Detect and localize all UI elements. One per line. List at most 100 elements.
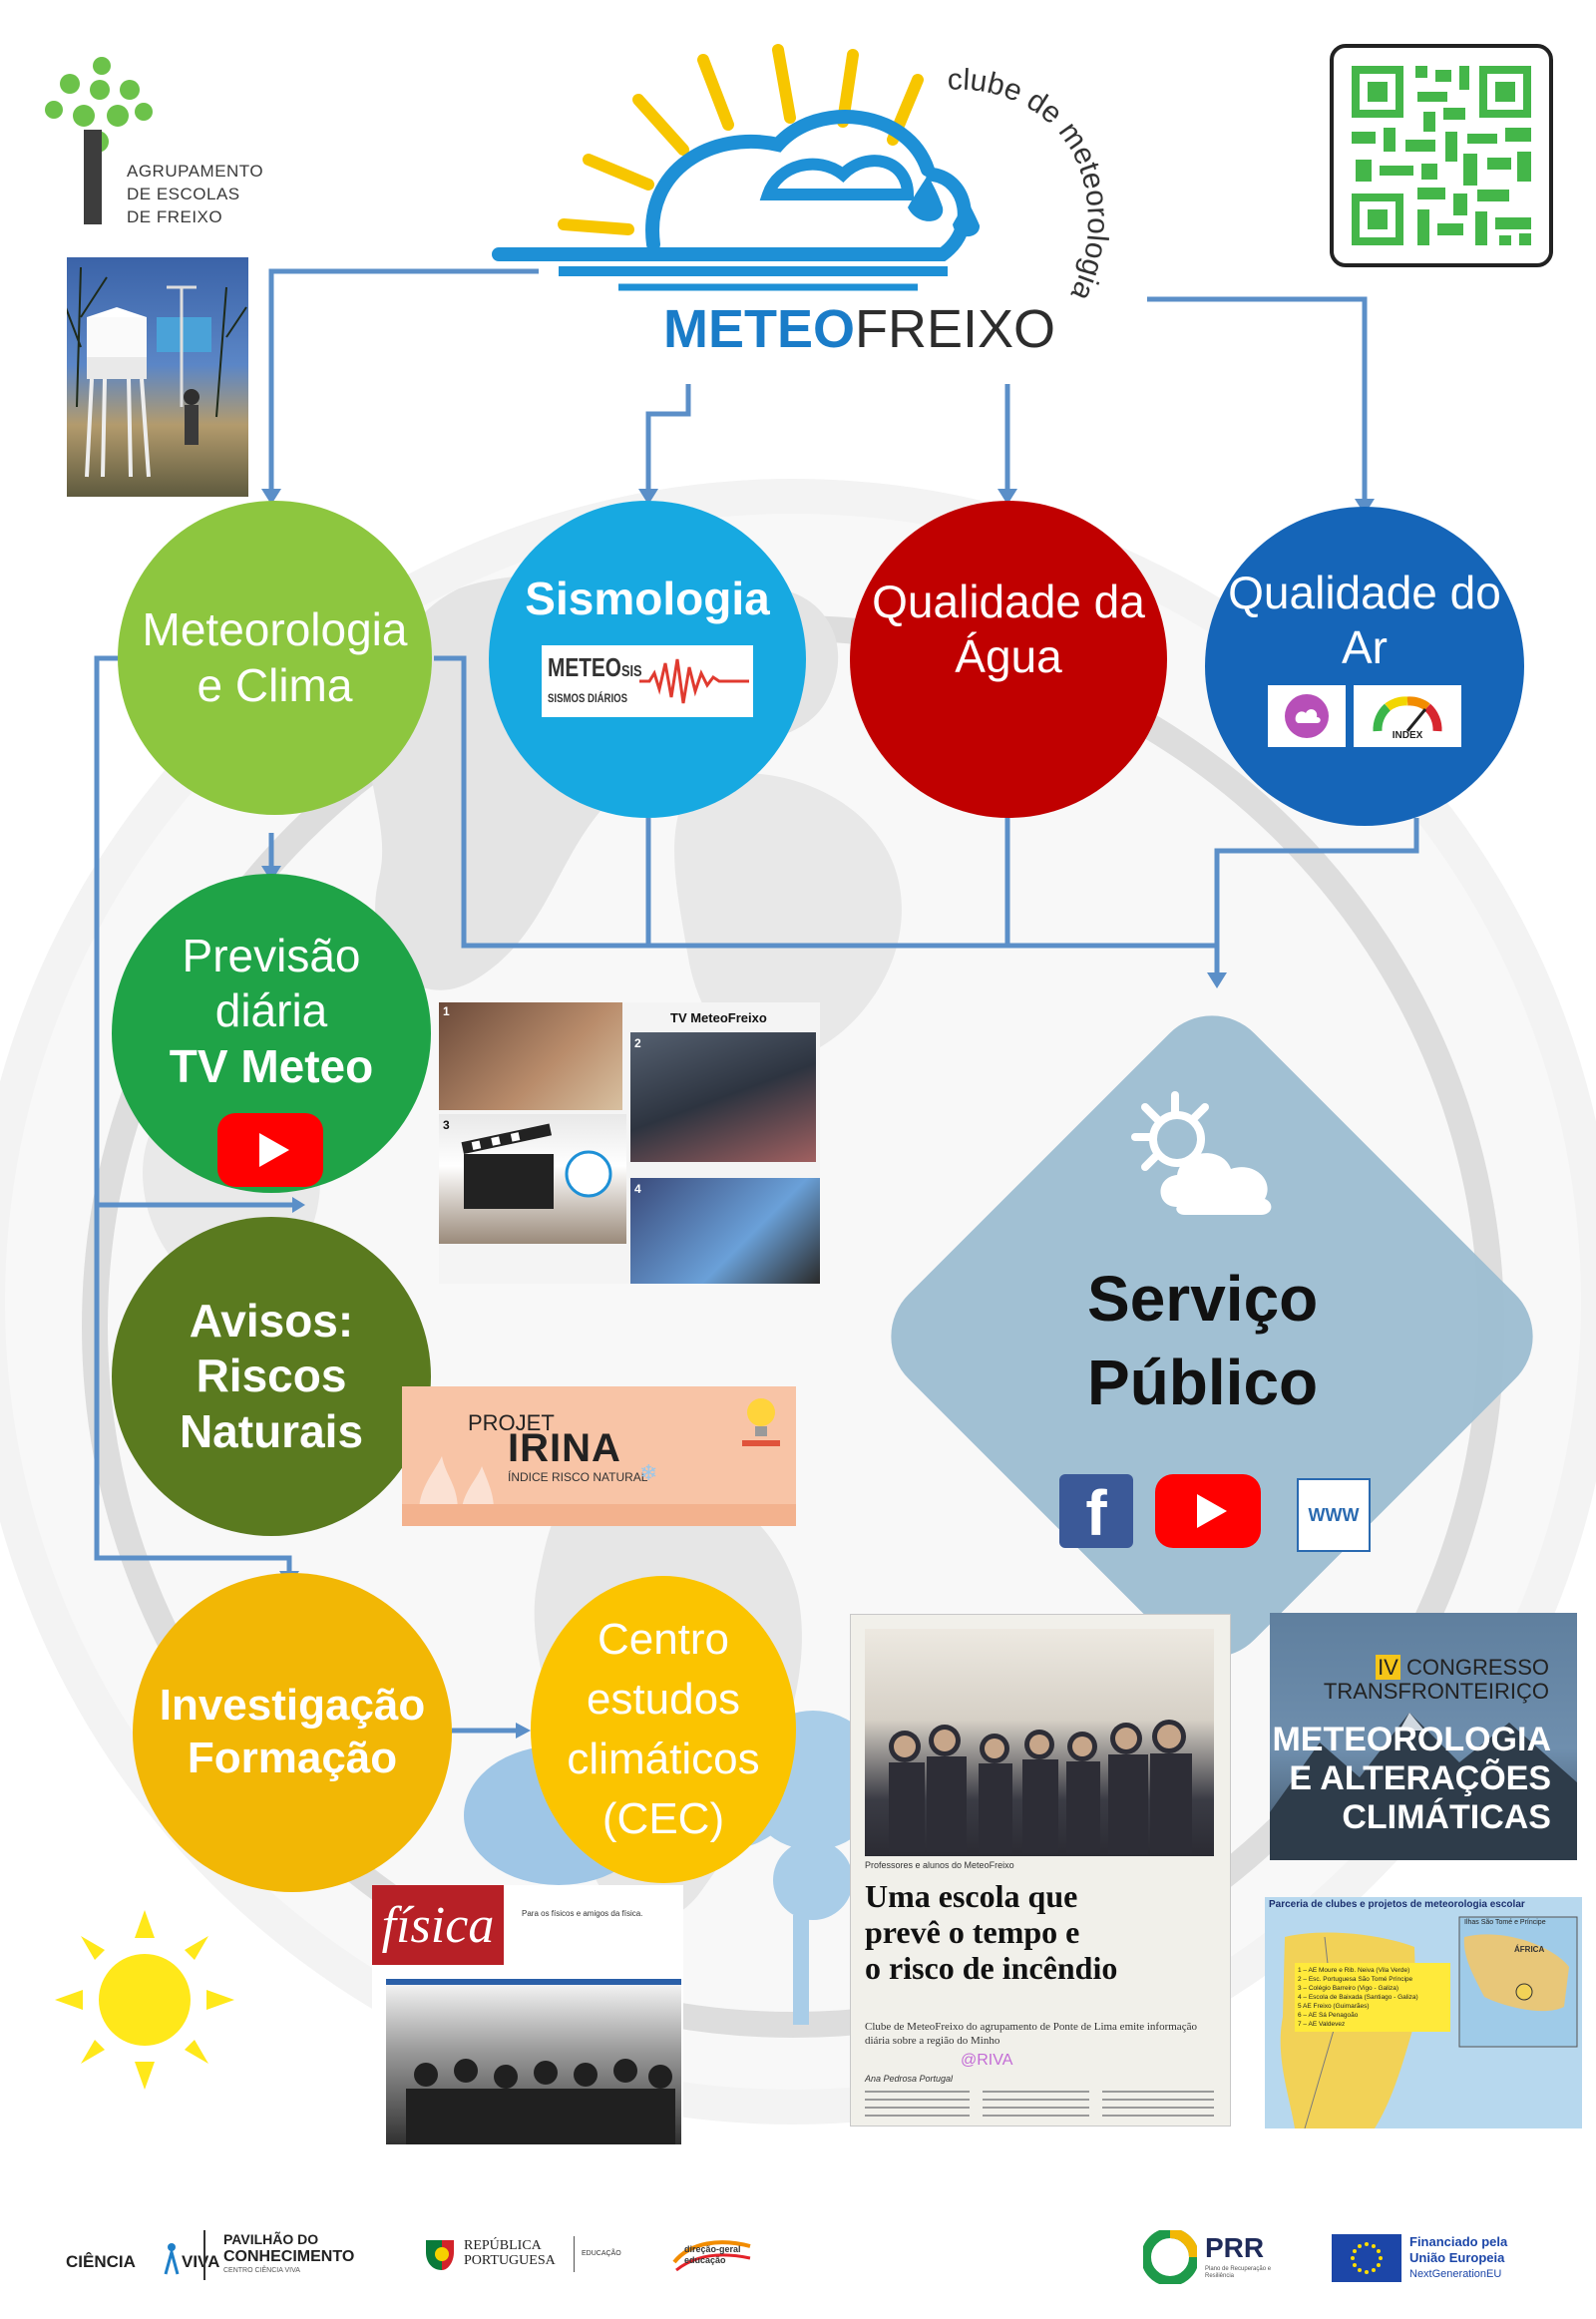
- eu-line1: Financiado pela: [1409, 2234, 1508, 2249]
- node-meteorologia-clima[interactable]: Meteorologia e Clima: [118, 501, 432, 815]
- sun-cloud-icon: [1131, 1091, 1272, 1215]
- air-app-badge[interactable]: [1268, 685, 1346, 748]
- node-sismologia[interactable]: Sismologia METEOSIS SISMOS DIÁRIOS: [489, 501, 806, 818]
- map-title: Parceria de clubes e projetos de meteoro…: [1269, 1899, 1525, 1910]
- projeto-irina-banner[interactable]: PROJET IRINA ÍNDICE RISCO NATURAL ❄: [402, 1386, 796, 1526]
- congresso-word: CONGRESSO: [1399, 1655, 1549, 1680]
- node-label: e Clima: [197, 658, 353, 711]
- gauge-icon: [1373, 696, 1442, 733]
- node-label: Qualidade do: [1228, 566, 1501, 618]
- news-headline: Uma escola que: [865, 1878, 1078, 1914]
- tree-logo-icon: [45, 57, 153, 224]
- badge-meteo: METEO: [548, 651, 621, 682]
- congresso-poster[interactable]: IV CONGRESSO TRANSFRONTEIRIÇO METEOROLOG…: [1270, 1613, 1577, 1860]
- news-author: Ana Pedrosa Portugal: [865, 2074, 954, 2084]
- news-watermark: @RIVA: [961, 2052, 1013, 2069]
- node-label: TV Meteo: [169, 1039, 374, 1092]
- eu-line2: União Europeia: [1409, 2250, 1505, 2265]
- map-legend-item: 1 – AE Moure e Rib. Neiva (Vila Verde): [1298, 1967, 1410, 1974]
- republica-line2: PORTUGUESA: [464, 2253, 556, 2268]
- node-label: (CEC): [601, 1794, 725, 1843]
- ciencia-viva-logo[interactable]: CIÊNCIA VIVA: [66, 2240, 219, 2280]
- node-previsao-tv-meteo[interactable]: Previsão diária TV Meteo: [112, 874, 431, 1193]
- node-qualidade-ar[interactable]: Qualidade do Ar INDEX: [1205, 507, 1524, 826]
- node-label: Riscos: [196, 1350, 347, 1402]
- node-label: Meteorologia: [142, 603, 408, 656]
- mountain-icon: [1270, 1713, 1577, 1860]
- qr-code[interactable]: [1330, 44, 1553, 267]
- irina-subtitle: ÍNDICE RISCO NATURAL: [508, 1470, 648, 1484]
- republica-portuguesa-logo[interactable]: REPÚBLICA PORTUGUESA EDUCAÇÃO: [422, 2230, 621, 2280]
- connector-lines: [94, 268, 1419, 1734]
- news-lead: Clube de MeteoFreixo do agrupamento de P…: [865, 2021, 1197, 2047]
- servico-publico[interactable]: Serviço Público f WWW: [998, 1087, 1436, 1566]
- node-qualidade-agua[interactable]: Qualidade da Água: [850, 501, 1167, 818]
- logo-brand-thin: FREIXO: [855, 299, 1056, 359]
- node-avisos-riscos[interactable]: Avisos: Riscos Naturais: [112, 1217, 431, 1536]
- facebook-icon[interactable]: f: [1059, 1474, 1133, 1548]
- svg-text:clube de meteorologia: clube de meteorologia: [947, 64, 1114, 306]
- eu-funding-logo[interactable]: Financiado pela União Europeia NextGener…: [1332, 2230, 1541, 2284]
- node-label: Investigação: [159, 1681, 426, 1731]
- meteofreixo-logo[interactable]: clube de meteorologia METEOFREIXO: [479, 30, 1157, 369]
- map-legend-item: 7 – AE Valdevez: [1298, 2021, 1346, 2028]
- tv-panel-number: 1: [443, 1004, 450, 1018]
- map-legend-item: 2 – Esc. Portuguesa São Tomé Príncipe: [1298, 1976, 1413, 1983]
- youtube-icon[interactable]: [1155, 1474, 1261, 1548]
- pavilhao-logo[interactable]: PAVILHÃO DO CONHECIMENTO CENTRO CIÊNCIA …: [223, 2230, 383, 2280]
- dge-logo[interactable]: direção-geral educação: [670, 2232, 756, 2282]
- logo-brand-bold: METEO: [663, 299, 856, 359]
- purple-cloud-icon: [1285, 694, 1329, 739]
- meteosis-badge[interactable]: METEOSIS SISMOS DIÁRIOS: [542, 644, 753, 717]
- prr-logo[interactable]: PRR Plano de Recuperação e Resiliência: [1143, 2230, 1303, 2284]
- prr-subtitle: Plano de Recuperação e Resiliência: [1205, 2266, 1272, 2279]
- weather-station-photo[interactable]: [67, 257, 248, 497]
- gazeta-fisica-cover[interactable]: física Para os físicos e amigos da físic…: [372, 1885, 683, 2144]
- tv-panel-number: 4: [634, 1182, 641, 1196]
- www-icon[interactable]: WWW: [1297, 1478, 1371, 1552]
- congresso-roman: IV: [1376, 1655, 1400, 1680]
- air-quality-index-badge[interactable]: INDEX: [1354, 685, 1461, 748]
- servico-diamond: [891, 1015, 1533, 1658]
- congresso-title: CLIMÁTICAS: [1342, 1798, 1551, 1836]
- node-label: Naturais: [179, 1404, 364, 1457]
- map-legend-item: 5 AE Freixo (Guimarães): [1298, 2003, 1370, 2010]
- eu-flag-icon: [1332, 2234, 1401, 2282]
- node-label: Água: [955, 630, 1062, 682]
- sun-cloud-logo-icon: clube de meteorologia: [492, 44, 1114, 306]
- map-inset-label: Ilhas São Tomé e Príncipe: [1464, 1919, 1546, 1926]
- irina-prefix: PROJET: [468, 1410, 555, 1435]
- prr-circle-icon: [1143, 2230, 1197, 2284]
- news-body-lines: [865, 2091, 1214, 2117]
- pavilhao-line2: CONHECIMENTO: [223, 2248, 355, 2265]
- node-label: Ar: [1341, 621, 1388, 673]
- prr-text: PRR: [1205, 2232, 1265, 2263]
- newspaper-clipping[interactable]: Professores e alunos do MeteoFreixo Uma …: [850, 1614, 1231, 2126]
- dge-swoosh-icon: [672, 2240, 751, 2272]
- flame-pattern-icon: [402, 1456, 796, 1526]
- node-centro-estudos-climaticos[interactable]: Centro estudos climáticos (CEC): [531, 1576, 796, 1883]
- node-label: Qualidade da: [872, 575, 1145, 627]
- dge-line1: direção-geral: [684, 2244, 741, 2254]
- news-headline: o risco de incêndio: [865, 1950, 1118, 1986]
- node-label: Formação: [187, 1734, 398, 1782]
- node-label: Avisos:: [189, 1295, 354, 1348]
- qr-code-icon: [1352, 66, 1531, 245]
- node-label: estudos: [586, 1675, 741, 1724]
- republica-line1: REPÚBLICA: [464, 2238, 542, 2253]
- youtube-icon[interactable]: [217, 1113, 323, 1187]
- school-logo[interactable]: AGRUPAMENTO DE ESCOLAS DE FREIXO: [40, 50, 289, 229]
- map-legend-item: 3 – Colégio Barreiro (Vigo - Galiza): [1298, 1985, 1399, 1992]
- logo-arc-text: clube de meteorologia: [947, 64, 1114, 306]
- node-investigacao-formacao[interactable]: Investigação Formação: [133, 1573, 452, 1892]
- map-legend: 1 – AE Moure e Rib. Neiva (Vila Verde) 2…: [1295, 1963, 1450, 2032]
- ciencia-text: CIÊNCIA: [66, 2252, 136, 2271]
- org-line: DE ESCOLAS: [127, 185, 240, 203]
- sun-icon: [55, 1910, 234, 2090]
- irina-name: IRINA: [508, 1426, 621, 1470]
- node-label: Centro: [597, 1615, 730, 1664]
- node-label: diária: [214, 984, 328, 1037]
- partnership-map[interactable]: Parceria de clubes e projetos de meteoro…: [1265, 1897, 1582, 2128]
- group-photo-icon: [889, 1720, 1192, 1854]
- tv-meteofreixo-collage[interactable]: TV MeteoFreixo 1 2 3 4: [439, 1002, 820, 1284]
